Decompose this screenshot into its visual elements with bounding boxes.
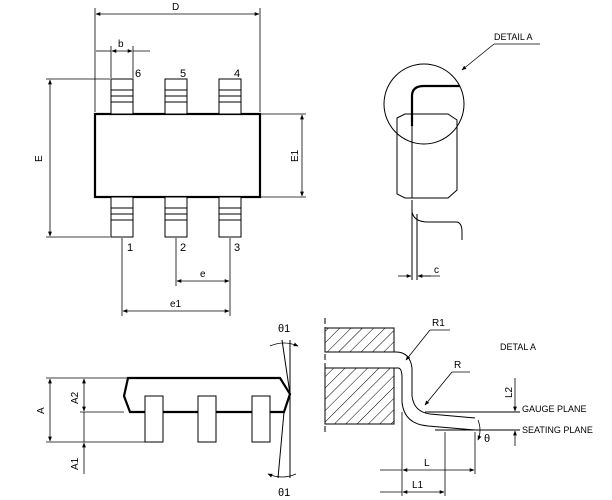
label-L1: L1 bbox=[412, 480, 424, 491]
label-c: c bbox=[434, 265, 439, 276]
detail-a-view: R1 R DETAL A GAUGE PLANE SEATING PLANE L… bbox=[324, 318, 593, 496]
front-view: A A2 A1 θ1 θ1 bbox=[36, 323, 299, 499]
label-L: L bbox=[424, 458, 430, 469]
lead-1-bottom bbox=[110, 196, 134, 238]
side-view-end: DETAIL A c bbox=[383, 32, 540, 280]
dimension-b: b bbox=[96, 39, 150, 78]
pin-number-2: 2 bbox=[180, 242, 186, 254]
seating-plane-label: SEATING PLANE bbox=[522, 425, 593, 435]
dimension-E1: E1 bbox=[261, 113, 306, 198]
pin-number-6: 6 bbox=[135, 68, 141, 80]
top-leads bbox=[110, 78, 242, 115]
label-L2: L2 bbox=[504, 386, 515, 398]
lead-3-bottom bbox=[218, 196, 242, 238]
label-A2: A2 bbox=[70, 391, 81, 404]
label-b: b bbox=[118, 39, 124, 50]
lead-4-top bbox=[218, 78, 242, 115]
label-e1: e1 bbox=[170, 299, 182, 310]
pin-number-4: 4 bbox=[234, 68, 240, 80]
gauge-plane-label: GAUGE PLANE bbox=[522, 404, 587, 414]
dimension-D: D bbox=[94, 2, 261, 112]
label-E1: E1 bbox=[290, 149, 301, 162]
lead-6-top bbox=[110, 78, 134, 115]
hatched-body-bottom bbox=[324, 367, 395, 425]
bottom-leads bbox=[110, 196, 242, 238]
label-R1: R1 bbox=[432, 318, 445, 329]
label-e: e bbox=[200, 269, 206, 280]
label-D: D bbox=[172, 2, 179, 13]
package-body-top bbox=[93, 112, 262, 199]
dimension-E: E bbox=[34, 78, 110, 238]
label-theta: θ bbox=[484, 433, 490, 445]
detail-a-callout-label: DETAIL A bbox=[494, 32, 533, 42]
dimension-e: e bbox=[175, 238, 231, 286]
label-theta1-top: θ1 bbox=[278, 323, 290, 335]
detail-a-title: DETAL A bbox=[500, 342, 536, 352]
label-A: A bbox=[36, 407, 47, 414]
hatched-body-top bbox=[324, 327, 395, 353]
pin-number-3: 3 bbox=[234, 242, 240, 254]
lead-2-bottom bbox=[164, 196, 188, 238]
label-R: R bbox=[454, 360, 461, 371]
label-E: E bbox=[34, 155, 45, 162]
dimension-e1: e1 bbox=[121, 238, 231, 316]
label-theta1-bottom: θ1 bbox=[278, 487, 290, 499]
detail-a-circle bbox=[383, 63, 465, 145]
pin-number-5: 5 bbox=[180, 68, 186, 80]
pin-number-1: 1 bbox=[127, 242, 133, 254]
top-view: 6 5 4 1 2 3 D b E bbox=[34, 2, 306, 316]
label-A1: A1 bbox=[70, 457, 81, 470]
lead-5-top bbox=[164, 78, 188, 115]
